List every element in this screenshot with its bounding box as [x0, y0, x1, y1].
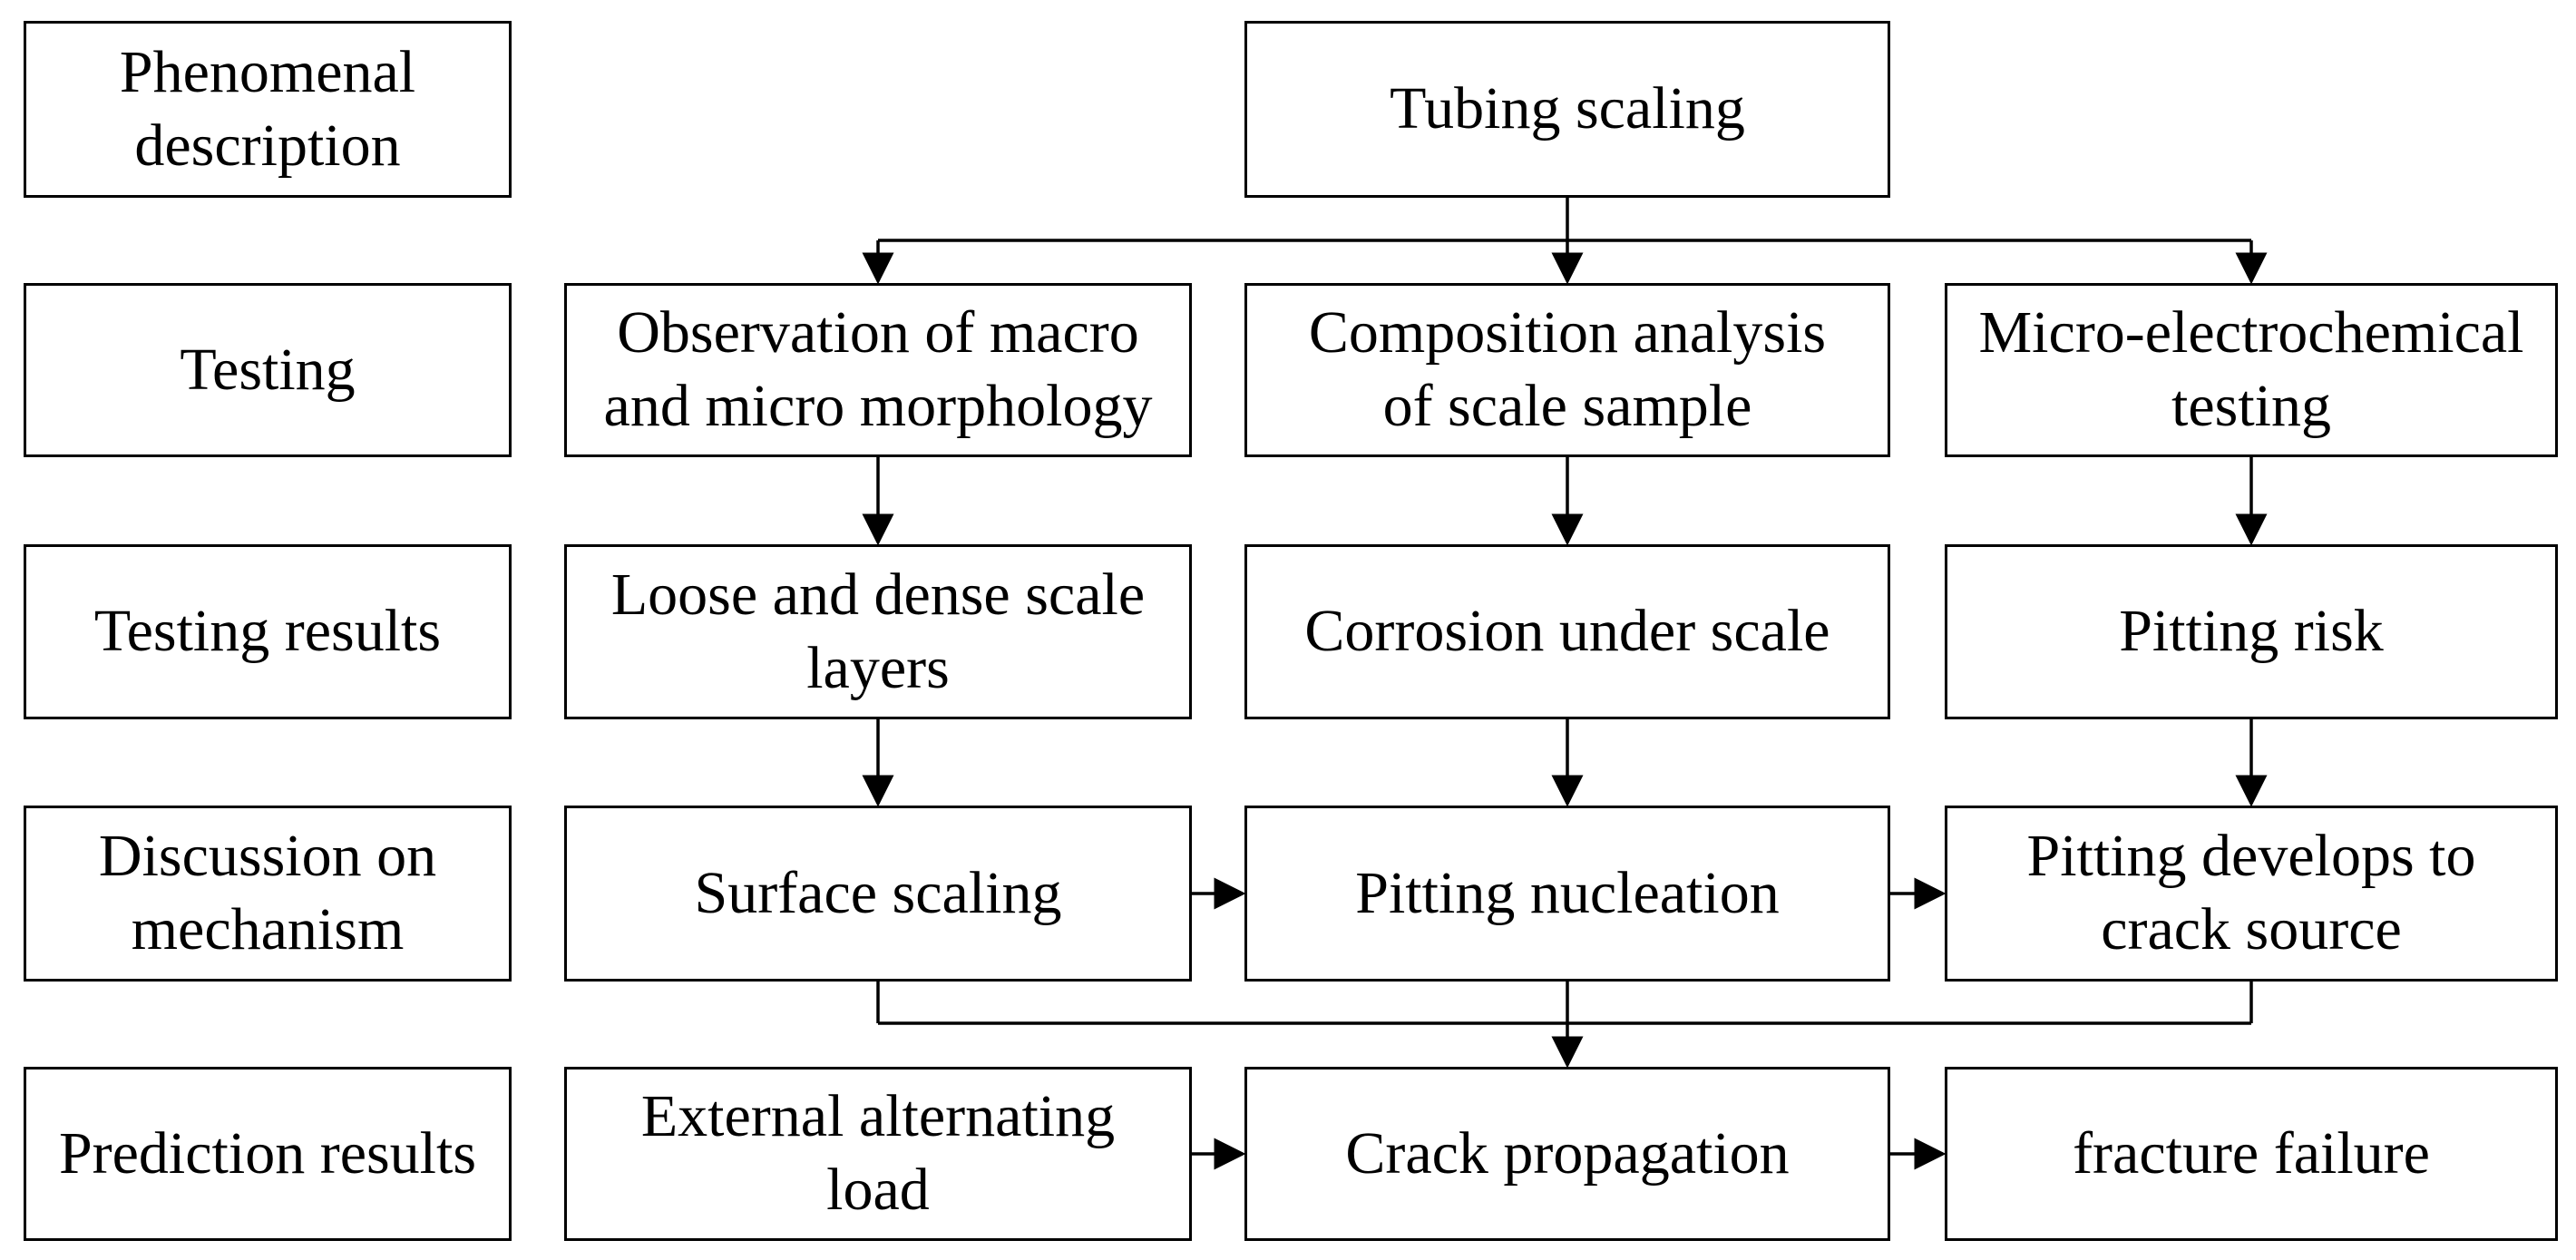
node-text: Micro-electrochemical testing	[1978, 299, 2524, 439]
node-text: Composition analysis of scale sample	[1308, 299, 1827, 439]
node-morphology-observation: Observation of macro and micro morpholog…	[564, 283, 1192, 457]
node-pitting-risk: Pitting risk	[1945, 544, 2558, 719]
node-tubing-scaling: Tubing scaling	[1244, 21, 1890, 198]
row-label-text: Discussion on mechanism	[98, 823, 437, 962]
row-label-text: Testing	[180, 336, 356, 403]
node-pitting-to-crack-source: Pitting develops to crack source	[1945, 806, 2558, 982]
row-label-phenomenal-description: Phenomenal description	[24, 21, 512, 198]
node-text: Pitting risk	[2119, 598, 2384, 665]
node-micro-electrochemical-testing: Micro-electrochemical testing	[1945, 283, 2558, 457]
node-text: Pitting nucleation	[1355, 859, 1780, 926]
node-text: Pitting develops to crack source	[2026, 823, 2476, 962]
node-text: Corrosion under scale	[1304, 598, 1830, 665]
node-crack-propagation: Crack propagation	[1244, 1067, 1890, 1241]
node-text: Observation of macro and micro morpholog…	[603, 299, 1153, 439]
node-surface-scaling: Surface scaling	[564, 806, 1192, 982]
node-text: External alternating load	[640, 1083, 1116, 1223]
row-label-text: Prediction results	[58, 1119, 477, 1187]
node-text: Loose and dense scale layers	[610, 561, 1146, 701]
row-label-text: Phenomenal description	[119, 38, 416, 179]
row-label-testing-results: Testing results	[24, 544, 512, 719]
row-label-testing: Testing	[24, 283, 512, 457]
row-label-text: Testing results	[93, 598, 442, 665]
node-external-alternating-load: External alternating load	[564, 1067, 1192, 1241]
node-text: Crack propagation	[1345, 1119, 1790, 1187]
row-label-discussion-on-mechanism: Discussion on mechanism	[24, 806, 512, 982]
node-text: Tubing scaling	[1390, 75, 1745, 142]
node-corrosion-under-scale: Corrosion under scale	[1244, 544, 1890, 719]
node-text: Surface scaling	[694, 859, 1062, 926]
node-composition-analysis: Composition analysis of scale sample	[1244, 283, 1890, 457]
node-scale-layers: Loose and dense scale layers	[564, 544, 1192, 719]
row-label-prediction-results: Prediction results	[24, 1067, 512, 1241]
node-pitting-nucleation: Pitting nucleation	[1244, 806, 1890, 982]
node-text: fracture failure	[2073, 1119, 2430, 1187]
node-fracture-failure: fracture failure	[1945, 1067, 2558, 1241]
